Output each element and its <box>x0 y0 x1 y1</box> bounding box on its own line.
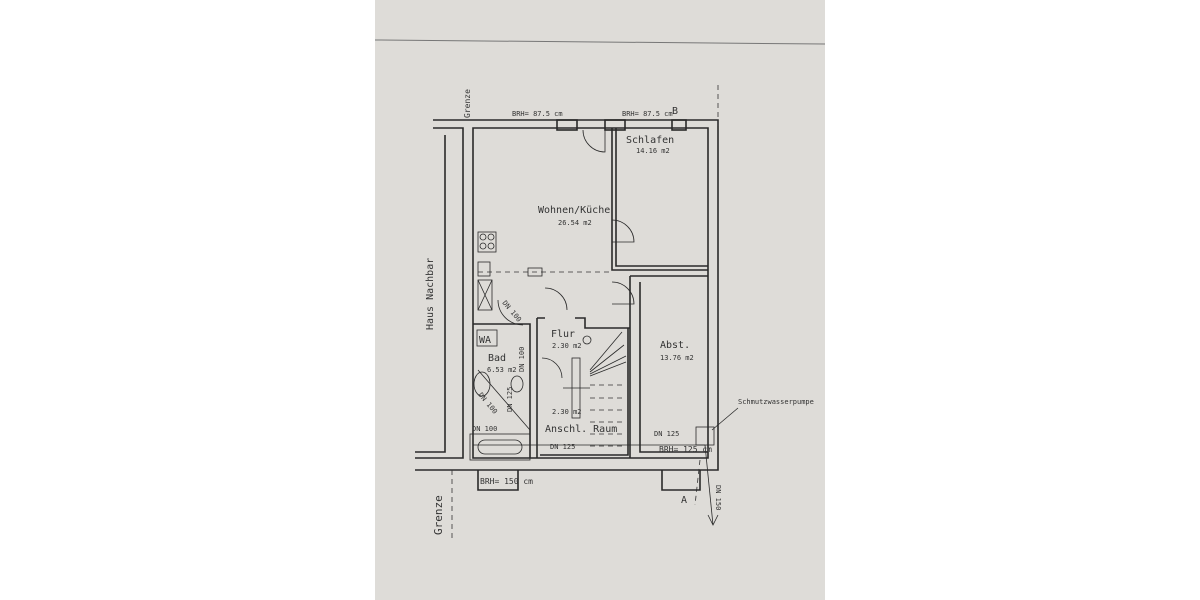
pipe-label-3: DN 100 <box>476 391 498 416</box>
room-area-bad: 6.53 m2 <box>487 366 517 374</box>
pipe-label-5: DN 100 <box>472 425 497 433</box>
pipe-label-6: DN 125 <box>550 443 575 451</box>
pipes <box>451 85 719 540</box>
grenze-bottom-label: Grenze <box>432 495 445 535</box>
section-b-label: B <box>672 106 678 117</box>
doors <box>497 129 635 379</box>
room-name-schlafen: Schlafen <box>626 135 674 146</box>
section-a-label: A <box>681 495 687 506</box>
grenze-top-label: Grenze <box>463 89 472 118</box>
paper-edge-line <box>374 39 826 45</box>
staircase <box>563 331 627 447</box>
pipe-label-2: DN 100 <box>518 347 526 372</box>
pipe-label-4: DN 125 <box>506 387 514 412</box>
room-name-anschlussraum: Anschl. Raum <box>545 424 617 435</box>
room-area-schlafen: 14.16 m2 <box>636 147 670 155</box>
room-area-anschlussraum: 2.30 m2 <box>552 408 582 416</box>
room-area-wohnen: 26.54 m2 <box>558 219 592 227</box>
pipe-label-7: DN 125 <box>654 430 679 438</box>
room-name-flur: Flur <box>551 329 575 340</box>
wc-label: WA <box>479 335 491 346</box>
wc-box <box>476 329 498 347</box>
room-name-abst: Abst. <box>660 340 690 351</box>
room-area-abst: 13.76 m2 <box>660 354 694 362</box>
window-label-bottom-left: BRH= 150 cm <box>480 477 533 486</box>
pipe-label-8: DN 150 <box>714 485 722 510</box>
walls <box>415 119 719 471</box>
room-area-flur: 2.30 m2 <box>552 342 582 350</box>
room-name-wohnen: Wohnen/Küche <box>538 205 610 216</box>
window-label-top-left: BRH= 87.5 cm <box>512 110 563 118</box>
paper-sheet <box>375 0 825 600</box>
neighbor-label: Haus Nachbar <box>425 258 436 330</box>
window-label-bottom-right: BRH= 125 cm <box>659 445 712 454</box>
fixtures <box>469 231 739 461</box>
window-wells <box>477 119 701 491</box>
room-name-bad: Bad <box>488 353 506 364</box>
pump-label: Schmutzwasserpumpe <box>738 398 814 406</box>
pipe-label-1: DN 100 <box>500 299 522 324</box>
window-label-top-right: BRH= 87.5 cm <box>622 110 673 118</box>
